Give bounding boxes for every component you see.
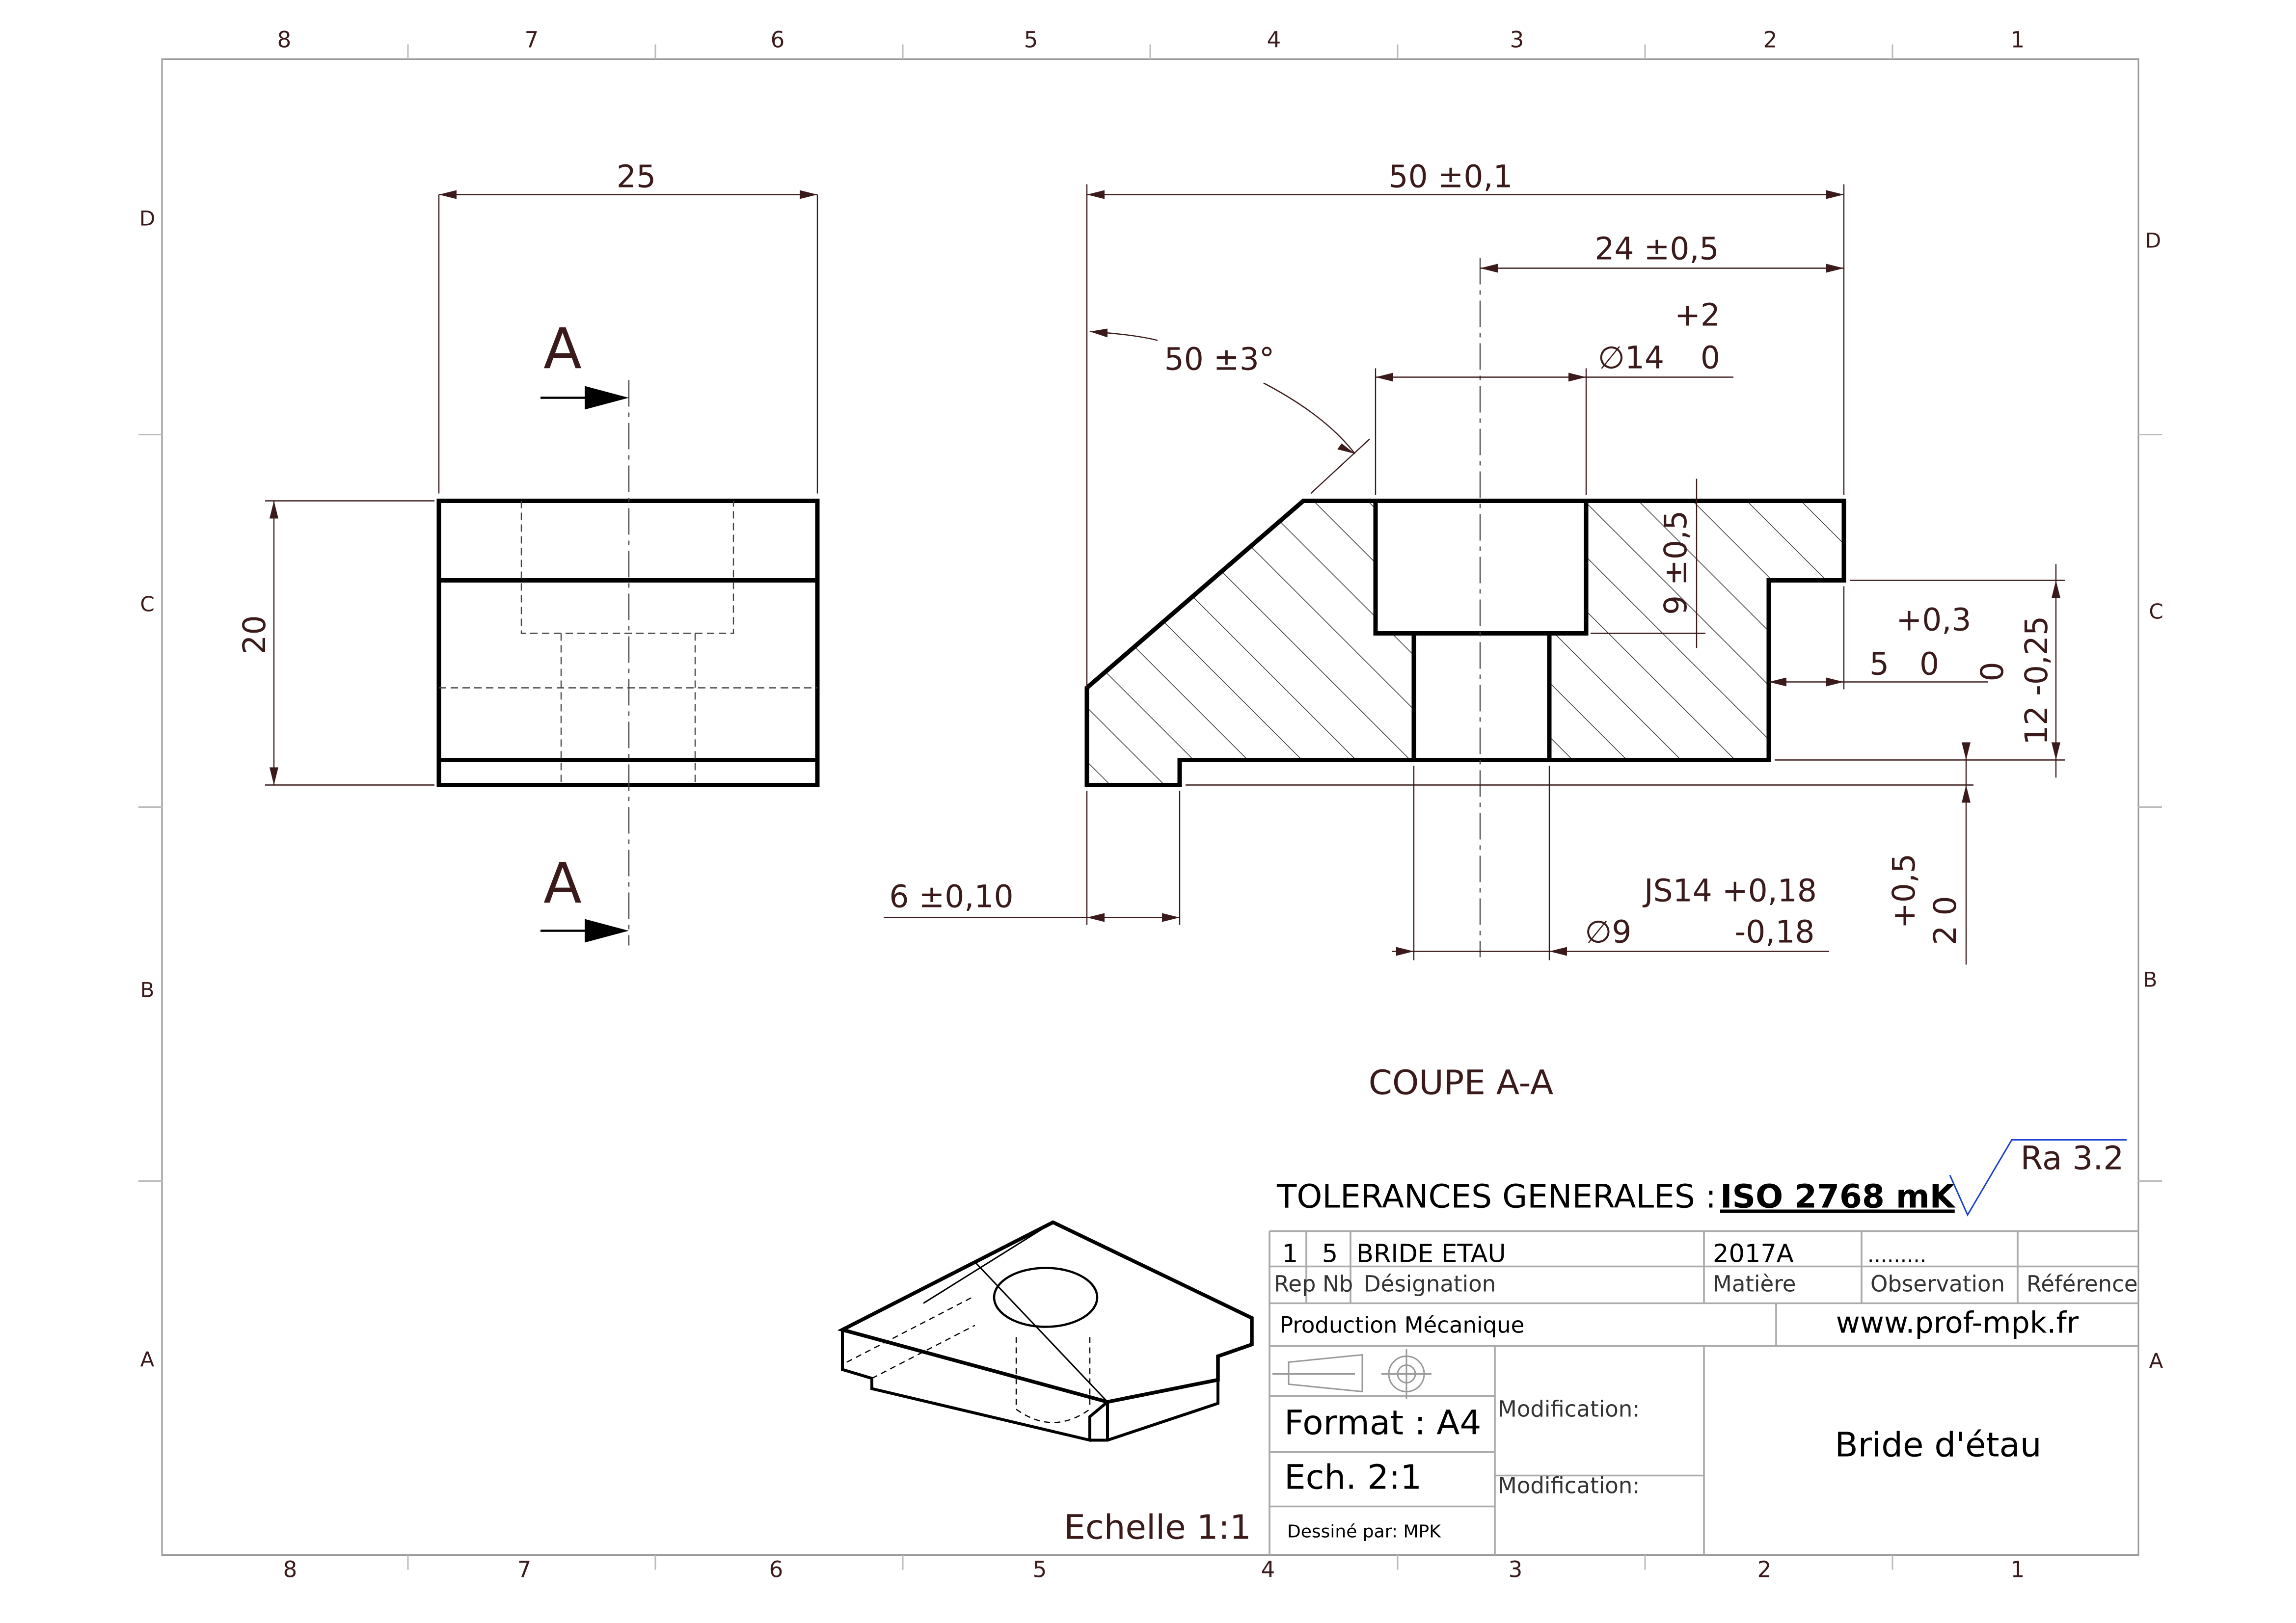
dim-step-lower-tol: 0 (1919, 646, 1939, 682)
dim-foot-upper-tol: +0,5 (1886, 853, 1922, 929)
zone-number: 6 (771, 27, 785, 53)
dim-hole-lower-tol: -0,18 (1734, 914, 1814, 950)
section-label-bottom: A (543, 851, 582, 916)
zone-letter: A (2149, 1349, 2163, 1373)
dim-height-value: 12 -0,25 (2019, 616, 2054, 745)
header-designation: Désignation (1364, 1271, 1496, 1297)
dim-counterbore-lower-tol: 0 (1701, 340, 1720, 376)
dim-width: 25 (617, 159, 656, 195)
header-rep: Rep (1274, 1271, 1316, 1297)
section-label-top: A (543, 317, 582, 382)
part-nb: 5 (1322, 1240, 1338, 1269)
hidden-lines (439, 501, 817, 785)
zone-number: 8 (283, 1557, 297, 1583)
roughness-value: Ra 3.2 (2021, 1140, 2124, 1177)
border-letters: D C B A D C B A (139, 207, 2163, 1373)
zone-number: 8 (277, 27, 292, 53)
iso-scale-label: Echelle 1:1 (1064, 1508, 1251, 1547)
zone-number: 6 (769, 1557, 783, 1583)
front-view: 25 20 A A (237, 159, 820, 946)
zone-number: 4 (1267, 27, 1281, 53)
zone-number: 5 (1024, 27, 1038, 53)
dim-hole-diameter: ∅9 (1585, 914, 1632, 950)
drawn-by: Dessiné par: MPK (1287, 1522, 1441, 1542)
section-title: COUPE A-A (1369, 1064, 1553, 1103)
zone-number: 7 (525, 27, 539, 53)
drawing-title: Bride d'étau (1835, 1426, 2041, 1465)
front-view-outline (436, 499, 820, 787)
header-reference: Référence (2026, 1271, 2138, 1297)
zone-letter: A (140, 1348, 155, 1372)
dim-hole-fit: JS14 +0,18 (1642, 873, 1817, 909)
projection-symbol-icon (1272, 1349, 1432, 1399)
section-hatching (1087, 501, 1844, 785)
zone-letter: D (2145, 229, 2161, 253)
part-material: 2017A (1713, 1240, 1794, 1269)
zone-number: 7 (517, 1557, 532, 1583)
tolerances-standard: ISO 2768 mK (1720, 1178, 1956, 1216)
dim-counterbore-diameter: ∅14 (1598, 340, 1664, 376)
title-block: TOLERANCES GENERALES : ISO 2768 mK Ra 3.… (1269, 1139, 2138, 1555)
zone-number: 2 (1763, 27, 1778, 53)
zone-letter: D (139, 207, 155, 231)
zone-number: 3 (1510, 27, 1524, 53)
zone-number: 1 (2011, 27, 2025, 53)
section-arrow-icon (585, 386, 629, 410)
section-arrow-icon (585, 919, 629, 943)
school-name: Production Mécanique (1280, 1312, 1524, 1338)
part-observation: ......... (1867, 1243, 1926, 1267)
zone-letter: B (140, 978, 155, 1002)
section-outline (1084, 498, 1846, 787)
dim-foot-width: 6 ±0,10 (889, 879, 1013, 915)
dim-foot-height: 2 0 (1927, 896, 1963, 945)
isometric-view (837, 1220, 1254, 1442)
dim-height: 20 (237, 615, 272, 654)
border-top-numbers: 8 7 6 5 4 3 2 1 (277, 27, 2025, 53)
section-view: 50 ±0,1 24 ±0,5 50 ±3° +2 ∅14 0 9 ±0,5 +… (884, 159, 2065, 1103)
dim-counterbore-depth: 9 ±0,5 (1658, 510, 1694, 615)
modification-2: Modification: (1498, 1473, 1640, 1499)
dim-angle: 50 ±3° (1164, 342, 1275, 377)
dim-overall-length: 50 ±0,1 (1388, 159, 1513, 195)
header-observation: Observation (1870, 1271, 2005, 1297)
dim-height-upper-tol: 0 (1974, 662, 2010, 681)
zone-ticks (138, 44, 2162, 1570)
dim-counterbore-upper-tol: +2 (1675, 297, 1720, 333)
zone-number: 1 (2011, 1557, 2025, 1583)
format: Format : A4 (1284, 1404, 1481, 1443)
tolerances-label: TOLERANCES GENERALES : (1276, 1178, 1716, 1216)
roughness-symbol-icon (1949, 1139, 2127, 1217)
modification-1: Modification: (1498, 1396, 1640, 1422)
zone-number: 3 (1509, 1557, 1523, 1583)
zone-letter: C (140, 592, 154, 616)
dim-step-upper-tol: +0,3 (1896, 602, 1972, 638)
header-nb: Nb (1323, 1271, 1353, 1297)
website: www.prof-mpk.fr (1836, 1306, 2079, 1340)
zone-number: 2 (1757, 1557, 1772, 1583)
border-bottom-numbers: 8 7 6 5 4 3 2 1 (283, 1557, 2025, 1583)
part-rep: 1 (1282, 1240, 1298, 1269)
zone-number: 4 (1261, 1557, 1275, 1583)
header-material: Matière (1713, 1271, 1796, 1297)
dim-step-value: 5 (1869, 646, 1889, 682)
dim-hole-position: 24 ±0,5 (1594, 231, 1719, 267)
part-designation: BRIDE ETAU (1356, 1240, 1506, 1269)
zone-letter: C (2149, 600, 2163, 624)
zone-number: 5 (1033, 1557, 1047, 1583)
drawing-scale: Ech. 2:1 (1284, 1458, 1422, 1497)
zone-letter: B (2143, 968, 2158, 992)
